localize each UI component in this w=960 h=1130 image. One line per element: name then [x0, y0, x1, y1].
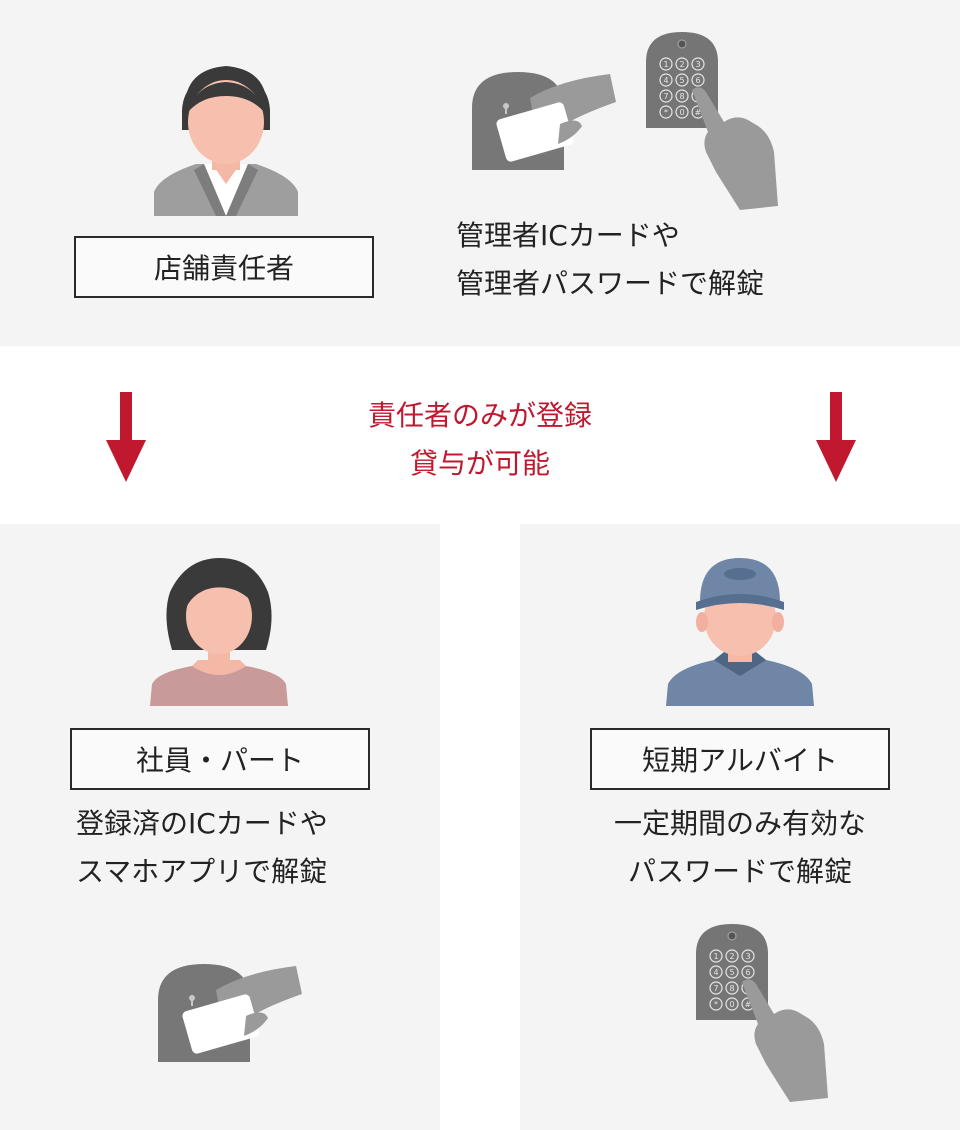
- keypad-key: 2: [729, 952, 734, 961]
- registration-note-line: 貸与が可能: [409, 447, 550, 480]
- keypad-key: 8: [729, 984, 734, 993]
- keypad-key: 0: [729, 1000, 734, 1009]
- staff-avatar-icon: [150, 558, 288, 706]
- parttimer-desc-line: パスワードで解錠: [627, 855, 852, 888]
- manager-desc-line: 管理者パスワードで解錠: [456, 267, 765, 300]
- manager-avatar-icon: [154, 66, 298, 216]
- arrow-down-left-icon: [106, 392, 146, 482]
- keypad-key: 2: [679, 60, 684, 69]
- keypad-key: 3: [745, 952, 750, 961]
- manager-desc-line: 管理者ICカードや: [456, 219, 680, 252]
- card-reader-icon: [472, 72, 616, 170]
- parttimer-desc-line: 一定期間のみ有効な: [613, 807, 866, 840]
- keypad-icon: 1 2 3 4 5 6 7 8 9 * 0 #: [696, 924, 828, 1102]
- keypad-key: 5: [679, 76, 684, 85]
- staff-desc-line: 登録済のICカードや: [76, 807, 328, 840]
- keypad-key: 1: [713, 952, 718, 961]
- keypad-key: 4: [713, 968, 718, 977]
- card-reader-icon: [158, 964, 302, 1062]
- keypad-key: 1: [663, 60, 668, 69]
- manager-unlock-description: 管理者ICカードや 管理者パスワードで解錠: [456, 212, 764, 308]
- keypad-key: *: [714, 1000, 718, 1009]
- keypad-key: 6: [695, 76, 700, 85]
- parttimer-role-label: 短期アルバイト: [590, 728, 890, 790]
- keypad-key: *: [664, 108, 668, 117]
- parttimer-unlock-description: 一定期間のみ有効な パスワードで解錠: [540, 800, 940, 896]
- keypad-key: #: [745, 1000, 752, 1009]
- staff-desc-line: スマホアプリで解錠: [76, 855, 328, 888]
- keypad-key: 5: [729, 968, 734, 977]
- keypad-icon: 1 2 3 4 5 6 7 8 9 * 0 #: [646, 32, 778, 210]
- registration-note: 責任者のみが登録 貸与が可能: [0, 392, 960, 488]
- keypad-key: #: [695, 108, 702, 117]
- keypad-key: 7: [663, 92, 668, 101]
- staff-unlock-description: 登録済のICカードや スマホアプリで解錠: [76, 800, 328, 896]
- keypad-key: 8: [679, 92, 684, 101]
- keypad-key: 7: [713, 984, 718, 993]
- arrow-down-right-icon: [816, 392, 856, 482]
- keypad-key: 6: [745, 968, 750, 977]
- parttimer-avatar-icon: [666, 558, 814, 706]
- keypad-key: 0: [679, 108, 684, 117]
- keypad-key: 3: [695, 60, 700, 69]
- registration-note-line: 責任者のみが登録: [367, 399, 592, 432]
- keypad-key: 4: [663, 76, 668, 85]
- staff-role-label: 社員・パート: [70, 728, 370, 790]
- manager-role-label: 店舗責任者: [74, 236, 374, 298]
